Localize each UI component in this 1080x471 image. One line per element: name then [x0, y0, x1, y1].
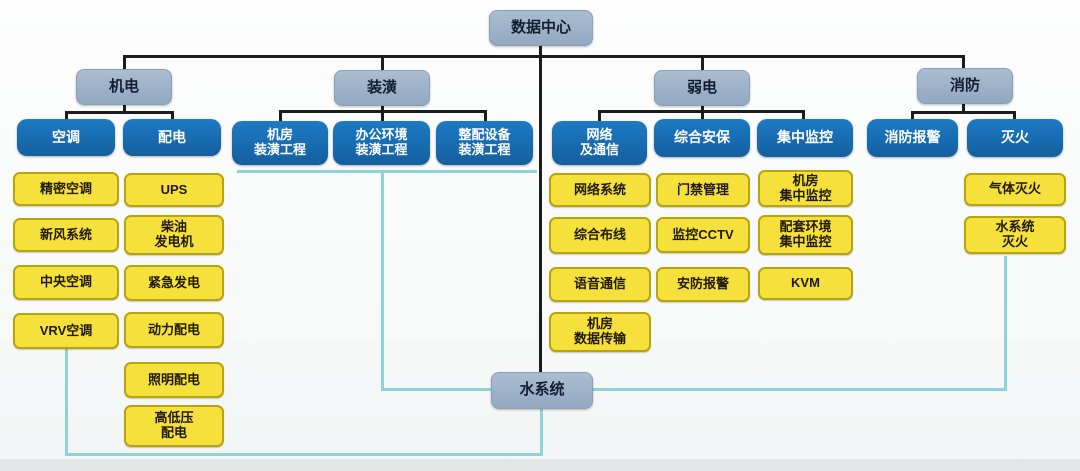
leaf-power-distribution: 动力配电 [124, 312, 224, 348]
leaf-network-system: 网络系统 [549, 173, 651, 207]
water-line-left-vertical [65, 349, 68, 456]
water-line-bottom-horizontal [65, 453, 543, 456]
category-integrated-security: 综合安保 [654, 119, 750, 157]
leaf-diesel-generator: 柴油 发电机 [124, 215, 224, 255]
category-fire-extinguishing: 灭火 [967, 119, 1063, 157]
category-fire-alarm: 消防报警 [867, 119, 958, 157]
leaf-voice-communication: 语音通信 [549, 267, 651, 302]
bracket-decoration-drop-2 [381, 110, 384, 121]
leaf-gas-extinguishing: 气体灭火 [964, 173, 1066, 206]
leaf-emergency-power: 紧急发电 [124, 265, 224, 301]
connector-drop-weak-current [701, 55, 704, 71]
bracket-decoration-stub [381, 105, 384, 112]
leaf-fresh-air-system: 新风系统 [13, 218, 119, 252]
bracket-mechanical-horizontal [65, 111, 174, 114]
water-line-right-horizontal [592, 388, 1007, 391]
connector-trunk-vertical [539, 46, 542, 373]
connector-top-horizontal [124, 55, 965, 58]
branch-weak-current: 弱电 [654, 70, 750, 106]
water-line-decoration-underline [237, 170, 537, 173]
bracket-fire-drop-2 [1013, 111, 1016, 120]
connector-drop-decoration [381, 55, 384, 71]
leaf-structured-cabling: 综合布线 [549, 217, 651, 254]
bracket-fire-stub [962, 103, 965, 112]
branch-fire-protection: 消防 [917, 68, 1013, 104]
leaf-cctv-monitoring: 监控CCTV [656, 217, 750, 253]
node-data-center: 数据中心 [489, 10, 593, 46]
leaf-high-low-voltage-distribution: 高低压 配电 [124, 405, 224, 447]
node-water-system: 水系统 [491, 372, 593, 409]
bracket-fire-drop-1 [911, 111, 914, 120]
category-machine-room-decoration: 机房 装潢工程 [232, 121, 328, 165]
connector-drop-mechanical [123, 55, 126, 70]
bracket-mechanical-drop-2 [171, 111, 174, 120]
bracket-mechanical-drop-1 [65, 111, 68, 120]
leaf-access-control: 门禁管理 [656, 173, 750, 207]
branch-mechanical-electrical: 机电 [76, 69, 172, 105]
water-line-center-bottom-vertical [540, 408, 543, 456]
leaf-central-ac: 中央空调 [13, 265, 119, 300]
leaf-precision-ac: 精密空调 [13, 172, 119, 206]
connector-drop-fire [962, 55, 965, 69]
leaf-vrv-ac: VRV空调 [13, 313, 119, 349]
leaf-machine-room-data-transmission: 机房 数据传输 [549, 312, 651, 352]
leaf-ups: UPS [124, 173, 224, 207]
leaf-lighting-distribution: 照明配电 [124, 362, 224, 398]
category-equipment-decoration: 整配设备 装潢工程 [436, 121, 533, 165]
leaf-machine-room-monitoring: 机房 集中监控 [758, 170, 853, 207]
bracket-decoration-drop-1 [279, 110, 282, 121]
bracket-weak-current-drop-1 [598, 110, 601, 121]
bracket-weak-current-drop-2 [701, 110, 704, 121]
leaf-water-system-extinguishing: 水系统 灭火 [964, 216, 1066, 254]
water-line-decoration-vertical [381, 170, 384, 391]
water-line-right-vertical [1004, 256, 1007, 391]
bracket-decoration-drop-3 [484, 110, 487, 121]
bracket-fire-horizontal [911, 111, 1016, 114]
category-office-environment-decoration: 办公环境 装潢工程 [333, 121, 430, 165]
category-centralized-monitoring: 集中监控 [757, 119, 853, 157]
bracket-mechanical-stub [123, 105, 126, 113]
bracket-weak-current-stub [701, 105, 704, 112]
leaf-environment-monitoring: 配套环境 集中监控 [758, 215, 853, 255]
leaf-security-alarm: 安防报警 [656, 267, 750, 302]
category-air-conditioning: 空调 [17, 119, 115, 156]
leaf-kvm: KVM [758, 267, 853, 300]
category-network-communication: 网络 及通信 [552, 121, 647, 165]
water-line-left-horizontal [381, 388, 492, 391]
branch-decoration: 装潢 [334, 70, 430, 106]
category-power-distribution: 配电 [123, 119, 221, 156]
bottom-letterbox [0, 459, 1080, 471]
bracket-weak-current-drop-3 [802, 110, 805, 121]
